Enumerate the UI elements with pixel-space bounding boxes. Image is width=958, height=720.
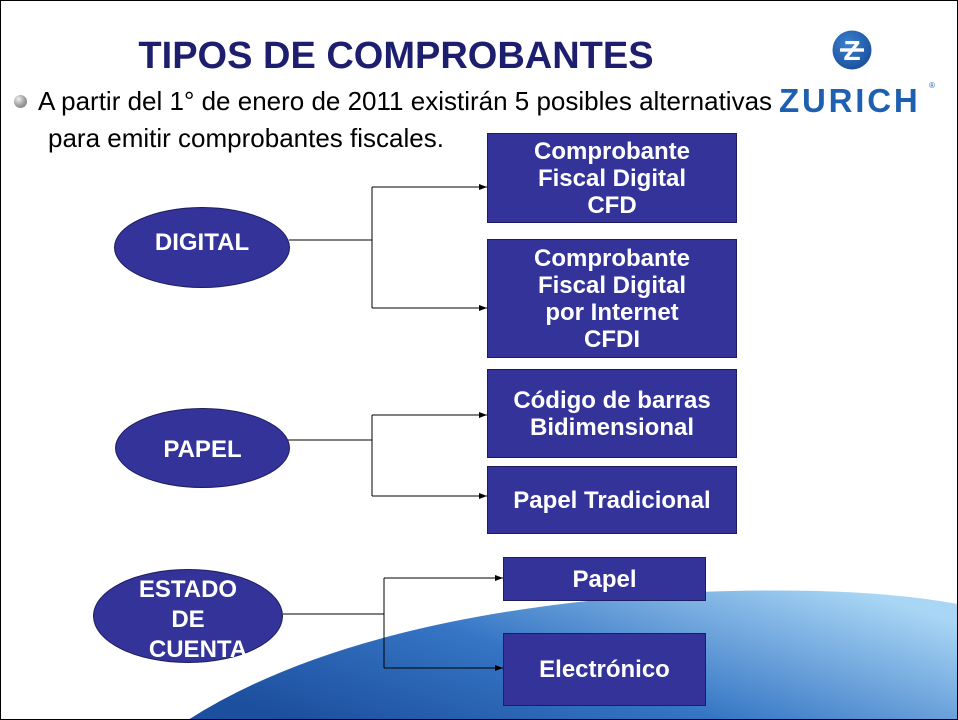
option-label-line: Código de barras bbox=[513, 386, 711, 414]
category-papel: PAPEL bbox=[115, 408, 290, 488]
bullet-icon bbox=[14, 95, 27, 108]
option-label-line: CFD bbox=[587, 191, 637, 219]
option-label-line: Fiscal Digital bbox=[537, 271, 687, 299]
category-digital: DIGITAL bbox=[114, 207, 290, 288]
category-label-line: PAPEL bbox=[163, 436, 242, 463]
zurich-z-icon: Z bbox=[832, 30, 872, 70]
category-estado-de-cuenta: ESTADO DE CUENTA bbox=[93, 569, 283, 663]
option-label-line: Bidimensional bbox=[529, 413, 695, 441]
category-label-line: DIGITAL bbox=[154, 228, 250, 256]
option-estado-electronico: Electrónico bbox=[503, 633, 706, 706]
option-label-line: Papel bbox=[572, 565, 637, 593]
category-label: PAPEL bbox=[163, 435, 241, 465]
option-cfdi: Comprobante Fiscal Digital por Internet … bbox=[487, 239, 737, 358]
option-label-line: Comprobante bbox=[534, 244, 690, 272]
zurich-wordmark: ZURICH bbox=[779, 82, 921, 119]
category-label-line: CUENTA bbox=[148, 636, 248, 663]
category-label: ESTADO DE CUENTA bbox=[129, 575, 247, 665]
slide-title: TIPOS DE COMPROBANTES bbox=[138, 35, 654, 77]
option-label-line: Papel Tradicional bbox=[513, 486, 711, 514]
registered-mark: ® bbox=[929, 81, 935, 90]
option-codigo-de-barras: Código de barras Bidimensional bbox=[487, 369, 737, 458]
category-label: DIGITAL bbox=[155, 228, 249, 258]
option-label-line: CFDI bbox=[584, 325, 640, 353]
logo-crossbar bbox=[840, 48, 864, 52]
category-label-line: DE bbox=[171, 606, 205, 633]
option-label-line: Electrónico bbox=[539, 656, 670, 683]
option-label-line: por Internet bbox=[545, 298, 679, 326]
option-estado-papel: Papel bbox=[503, 557, 706, 601]
intro-text-line-2: para emitir comprobantes fiscales. bbox=[48, 123, 444, 153]
option-cfd: Comprobante Fiscal Digital CFD bbox=[487, 133, 737, 223]
option-papel-tradicional: Papel Tradicional bbox=[487, 466, 737, 534]
category-label-line: ESTADO bbox=[138, 576, 238, 603]
intro-text-line-1: A partir del 1° de enero de 2011 existir… bbox=[38, 86, 773, 116]
option-label-line: Fiscal Digital bbox=[537, 164, 687, 192]
option-label-line: Comprobante bbox=[534, 137, 690, 165]
